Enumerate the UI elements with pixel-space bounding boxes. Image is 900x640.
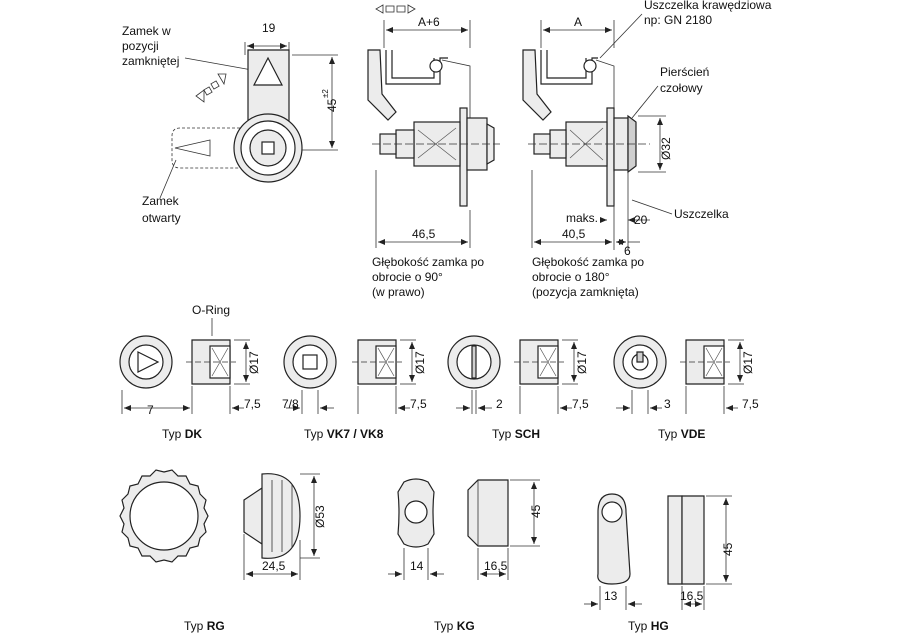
- depth-90-label-2: obrocie o 90°: [372, 270, 443, 284]
- insert-vk-right-dim: 7,5: [410, 397, 427, 411]
- insert-vk-left-dim: 7/8: [282, 397, 299, 411]
- lock-open-label-2: otwarty: [142, 211, 181, 225]
- insert-sch-diameter: Ø17: [575, 351, 589, 374]
- insert-sch-left-dim: 2: [496, 397, 503, 411]
- dim-19: 19: [262, 21, 276, 35]
- oring-label: O-Ring: [192, 303, 230, 317]
- lever-open-ghost: [171, 127, 240, 169]
- square-key-icon: [302, 354, 318, 370]
- insert-dk: Ø17 7 7,5 Typ DK: [119, 335, 261, 441]
- vde-key-icon: [636, 351, 644, 363]
- dim-a6: A+6: [418, 15, 440, 29]
- edge-seal-label-2: np: GN 2180: [644, 13, 712, 27]
- insert-vde-left-dim: 3: [664, 397, 671, 411]
- front-ring-label-1: Pierścień: [660, 65, 709, 79]
- handle-hg-title: Typ HG: [628, 619, 669, 633]
- square-key-icon: [261, 141, 275, 155]
- handle-rg-title: Typ RG: [184, 619, 225, 633]
- insert-dk-right-dim: 7,5: [244, 397, 261, 411]
- panel-plate-90: [459, 107, 468, 207]
- insert-vde-right-dim: 7,5: [742, 397, 759, 411]
- front-ring-label-2: czołowy: [660, 81, 703, 95]
- insert-vde: Ø17 3 7,5 Typ VDE: [613, 335, 759, 441]
- insert-vde-title: Typ VDE: [658, 427, 705, 441]
- depth-180-label-1: Głębokość zamka po: [532, 255, 644, 269]
- rotate-arrow-icon: [195, 73, 227, 103]
- lock-closed-label-2: pozycji: [122, 39, 159, 53]
- lock-closed-leader: [184, 57, 253, 71]
- depth-90-label-1: Głębokość zamka po: [372, 255, 484, 269]
- frame-bracket-180: [540, 50, 598, 85]
- dim-45: 45: [325, 98, 339, 112]
- handle-kg-title: Typ KG: [434, 619, 475, 633]
- side-view-180: A Uszczelka krawędziowa np: GN 2180 Pier…: [522, 0, 772, 299]
- dim-46-5: 46,5: [412, 227, 436, 241]
- insert-sch: Ø17 2 7,5 Typ SCH: [447, 335, 589, 441]
- cam-arm-180: [522, 49, 552, 121]
- insert-sch-right-dim: 7,5: [572, 397, 589, 411]
- insert-vk-title: Typ VK7 / VK8: [304, 427, 384, 441]
- maks-label: maks.: [566, 211, 598, 225]
- slot-key-icon: [471, 345, 477, 379]
- handle-hg-width-1: 13: [604, 589, 618, 603]
- handle-hg: 45 13 16,5 Typ HG: [584, 493, 735, 633]
- slide-arrow-icon: [375, 4, 416, 14]
- handle-kg: 45 14 16,5 Typ KG: [388, 478, 543, 633]
- lock-front-view: Zamek w pozycji zamkniętej 19 45 ±2: [122, 21, 339, 225]
- cam-arm-90: [367, 49, 397, 121]
- handle-hg-width-2: 16,5: [680, 589, 704, 603]
- handle-rg-diameter: Ø53: [313, 505, 327, 528]
- insert-dk-title: Typ DK: [162, 427, 202, 441]
- triangle-key-icon: [137, 351, 160, 373]
- side-view-90: A+6 46,5 Głębokość zamka po obrocie o 90…: [367, 4, 500, 299]
- insert-vk: Ø17 7/8 7,5 Typ VK7 / VK8: [282, 335, 427, 441]
- dim-6: 6: [624, 244, 631, 258]
- depth-90-label-3: (w prawo): [372, 285, 425, 299]
- lock-closed-label-3: zamkniętej: [122, 54, 179, 68]
- dim-40-5: 40,5: [562, 227, 586, 241]
- handle-rg-width: 24,5: [262, 559, 286, 573]
- panel-plate-180: [606, 107, 615, 207]
- lock-open-label-1: Zamek: [142, 194, 180, 208]
- handle-kg-width-2: 16,5: [484, 559, 508, 573]
- dim-20: 20: [634, 213, 648, 227]
- seal-leader: [631, 199, 673, 215]
- edge-seal-leader: [599, 13, 643, 59]
- dim-d32: Ø32: [659, 137, 673, 160]
- lever-open-triangle-icon: [174, 139, 211, 157]
- lever-triangle-icon: [253, 56, 283, 86]
- insert-sch-title: Typ SCH: [492, 427, 540, 441]
- lock-closed-label-1: Zamek w: [122, 24, 171, 38]
- handle-hg-height: 45: [721, 542, 735, 556]
- dim-45-tolerance: ±2: [321, 89, 330, 98]
- handle-kg-height: 45: [529, 504, 543, 518]
- insert-dk-diameter: Ø17: [247, 351, 261, 374]
- front-ring-leader: [631, 85, 659, 119]
- lock-open-leader: [159, 159, 177, 199]
- handle-kg-width-1: 14: [410, 559, 424, 573]
- insert-vk-diameter: Ø17: [413, 351, 427, 374]
- insert-vde-diameter: Ø17: [741, 351, 755, 374]
- depth-180-label-3: (pozycja zamknięta): [532, 285, 639, 299]
- insert-dk-left-dim: 7: [147, 403, 154, 417]
- knob-side: [261, 473, 301, 559]
- edge-seal-label-1: Uszczelka krawędziowa: [644, 0, 772, 12]
- depth-180-label-2: obrocie o 180°: [532, 270, 610, 284]
- handle-rg: Ø53 24,5 Typ RG: [119, 469, 327, 633]
- seal-label: Uszczelka: [674, 207, 729, 221]
- dim-a: A: [574, 15, 582, 29]
- frame-bracket-90: [385, 50, 448, 85]
